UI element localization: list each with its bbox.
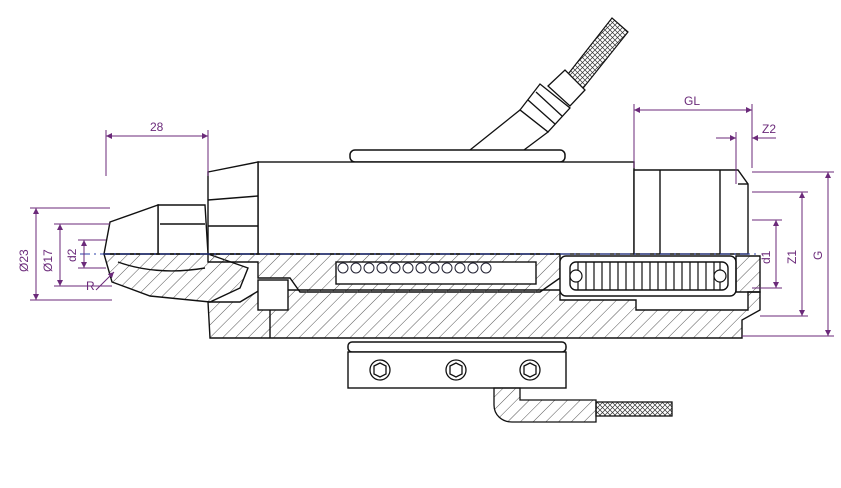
dim-label-gl: GL <box>684 94 700 108</box>
dimension-labels: 28 GL Z2 Ø23 Ø17 d2 R d1 Z1 G <box>17 94 825 293</box>
dim-label-z1: Z1 <box>785 250 799 264</box>
dim-label-d2: d2 <box>65 248 79 262</box>
bolt-icons <box>369 359 541 381</box>
dimension-lines <box>30 104 834 337</box>
cable-braid-bottom <box>595 401 673 417</box>
hex-nut-left <box>207 161 259 255</box>
dim-label-r: R <box>86 279 95 293</box>
clamp-band-top <box>349 149 566 163</box>
dim-label-g: G <box>811 251 825 260</box>
bottom-cable <box>493 387 673 423</box>
nozzle <box>103 204 249 303</box>
dim-label-z2: Z2 <box>762 122 776 136</box>
main-body <box>207 161 749 255</box>
dim-label-28: 28 <box>150 120 164 134</box>
dim-label-dia17: Ø17 <box>41 249 55 272</box>
hex-nut-right <box>633 169 749 255</box>
ball-row <box>337 262 492 274</box>
spring-coils <box>569 262 727 290</box>
dim-label-dia23: Ø23 <box>17 249 31 272</box>
clamp-band-bottom <box>347 341 567 353</box>
top-cable <box>468 17 629 169</box>
dim-label-d1: d1 <box>759 250 773 264</box>
